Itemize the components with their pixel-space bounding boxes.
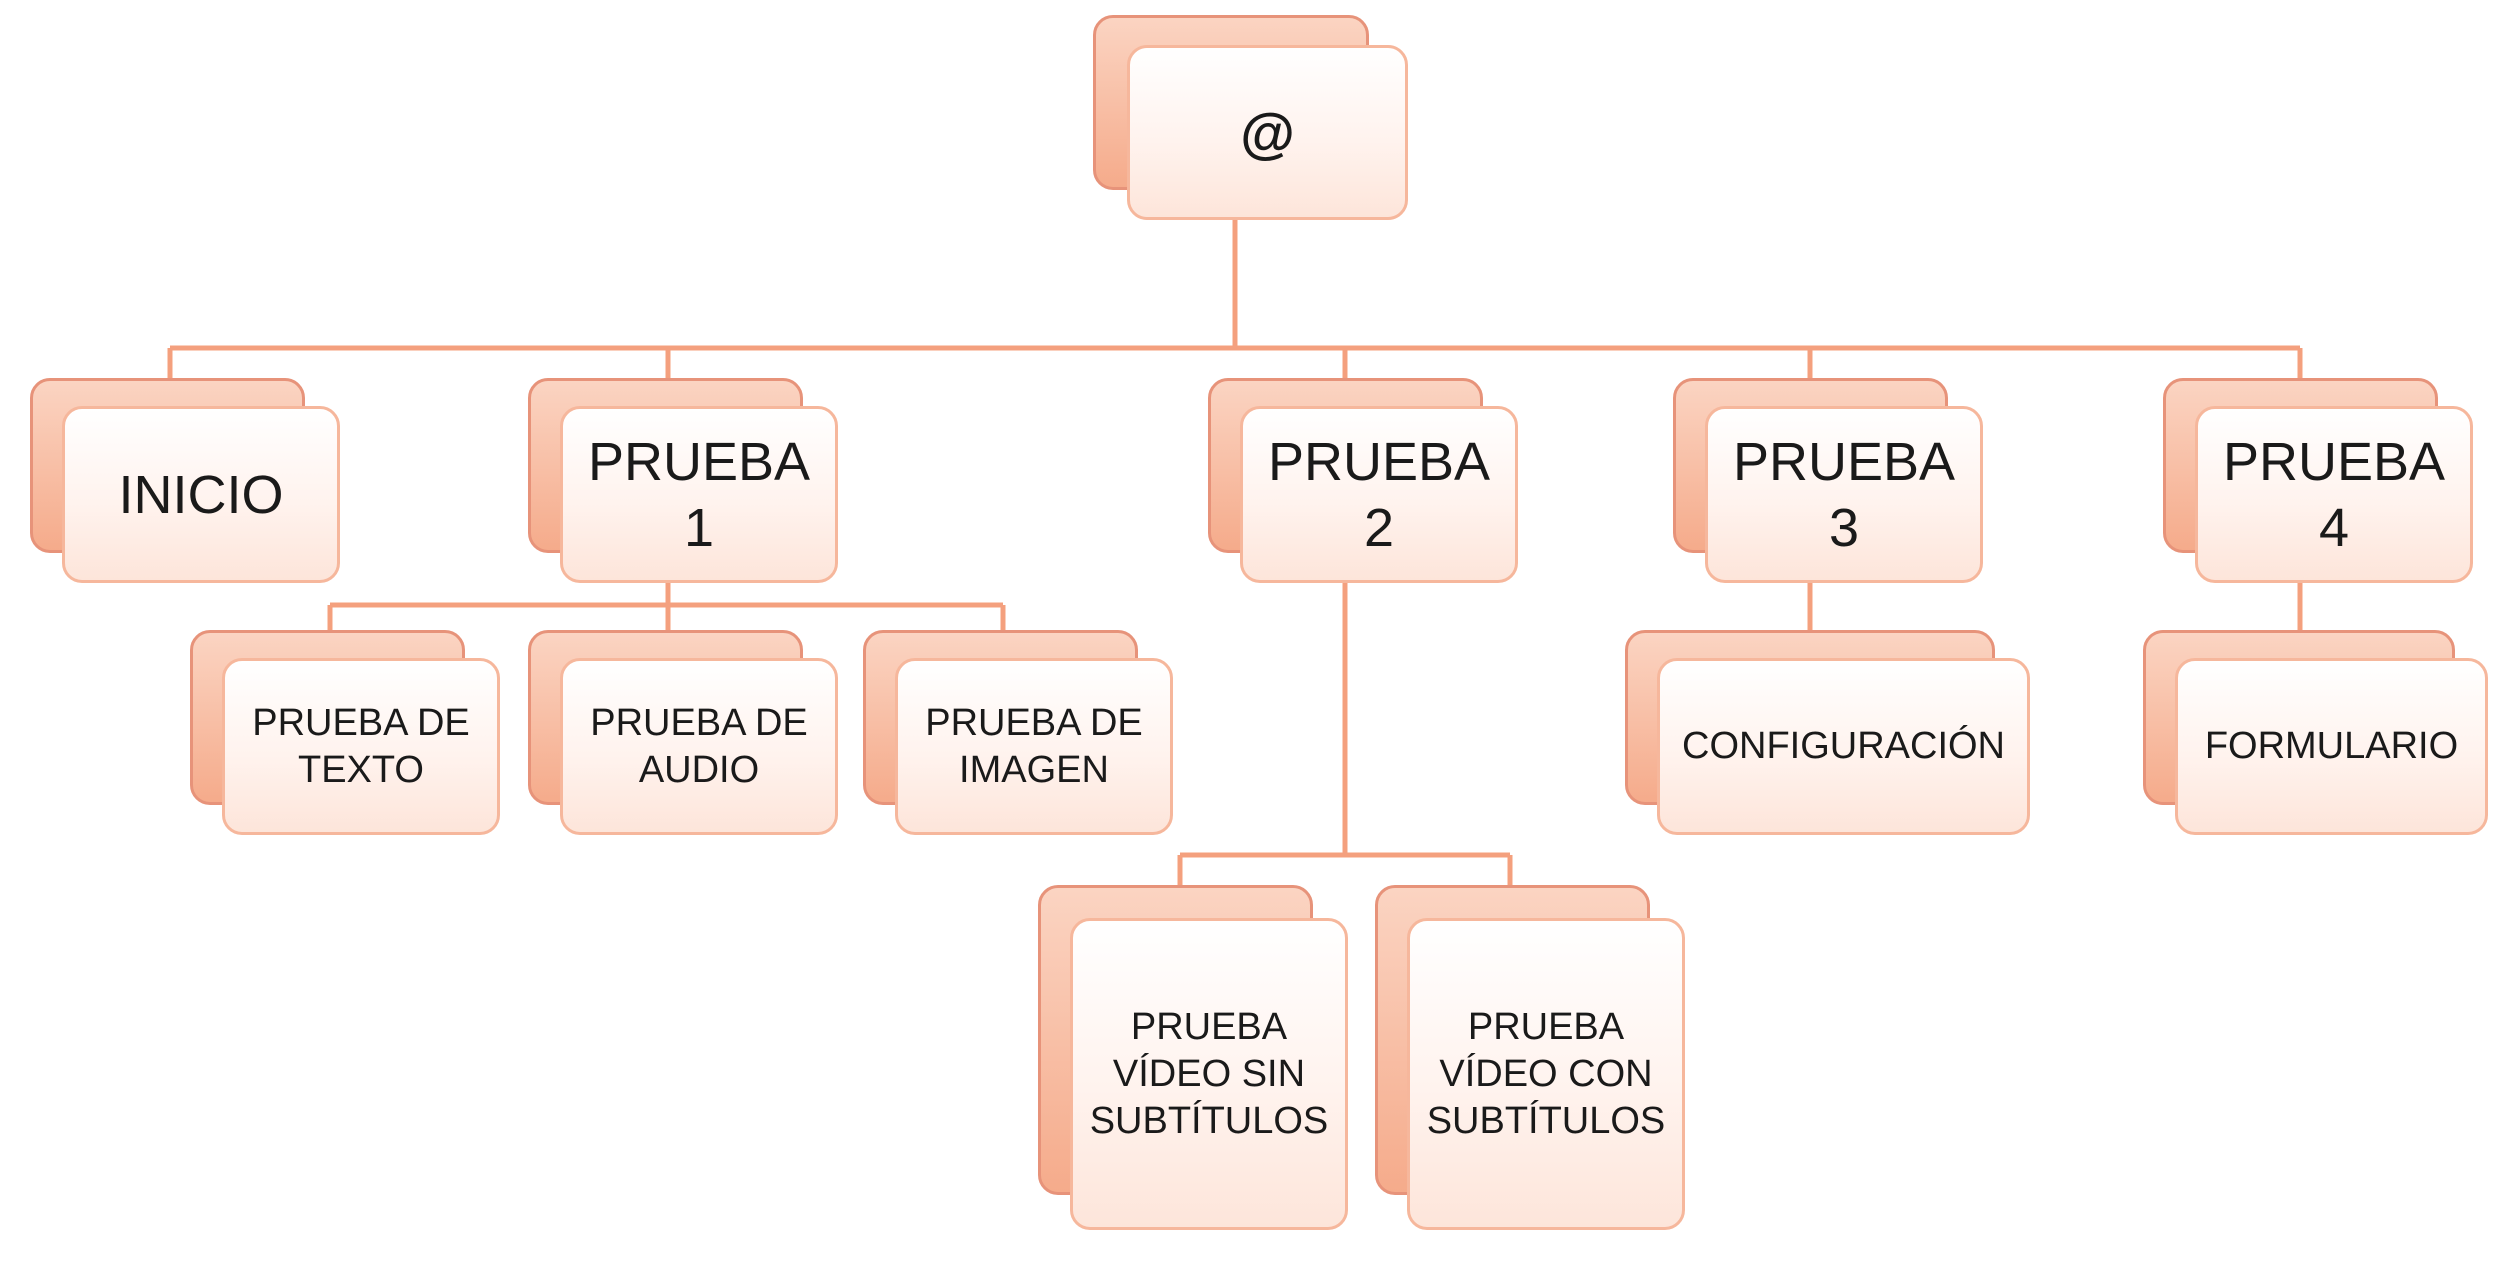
node-root: @ bbox=[1093, 15, 1408, 220]
node-prueba-2-label: PRUEBA 2 bbox=[1240, 406, 1518, 583]
node-prueba-de-imagen: PRUEBA DE IMAGEN bbox=[863, 630, 1173, 835]
node-formulario-label: FORMULARIO bbox=[2175, 658, 2488, 835]
node-prueba-video-sin-subtitulos: PRUEBA VÍDEO SIN SUBTÍTULOS bbox=[1038, 885, 1348, 1230]
node-prueba-3: PRUEBA 3 bbox=[1673, 378, 1983, 583]
node-prueba-video-con-subtitulos: PRUEBA VÍDEO CON SUBTÍTULOS bbox=[1375, 885, 1685, 1230]
node-inicio-label: INICIO bbox=[62, 406, 340, 583]
node-inicio: INICIO bbox=[30, 378, 340, 583]
node-prueba-4: PRUEBA 4 bbox=[2163, 378, 2473, 583]
node-prueba-de-audio: PRUEBA DE AUDIO bbox=[528, 630, 838, 835]
node-prueba-de-audio-label: PRUEBA DE AUDIO bbox=[560, 658, 838, 835]
node-prueba-de-texto-label: PRUEBA DE TEXTO bbox=[222, 658, 500, 835]
node-prueba-1-label: PRUEBA 1 bbox=[560, 406, 838, 583]
node-prueba-3-label: PRUEBA 3 bbox=[1705, 406, 1983, 583]
node-formulario: FORMULARIO bbox=[2143, 630, 2488, 835]
node-prueba-2: PRUEBA 2 bbox=[1208, 378, 1518, 583]
node-prueba-1: PRUEBA 1 bbox=[528, 378, 838, 583]
node-configuracion: CONFIGURACIÓN bbox=[1625, 630, 2030, 835]
node-root-label: @ bbox=[1127, 45, 1408, 220]
node-prueba-de-imagen-label: PRUEBA DE IMAGEN bbox=[895, 658, 1173, 835]
node-prueba-de-texto: PRUEBA DE TEXTO bbox=[190, 630, 500, 835]
node-prueba-video-sin-subtitulos-label: PRUEBA VÍDEO SIN SUBTÍTULOS bbox=[1070, 918, 1348, 1230]
node-prueba-video-con-subtitulos-label: PRUEBA VÍDEO CON SUBTÍTULOS bbox=[1407, 918, 1685, 1230]
node-prueba-4-label: PRUEBA 4 bbox=[2195, 406, 2473, 583]
node-configuracion-label: CONFIGURACIÓN bbox=[1657, 658, 2030, 835]
